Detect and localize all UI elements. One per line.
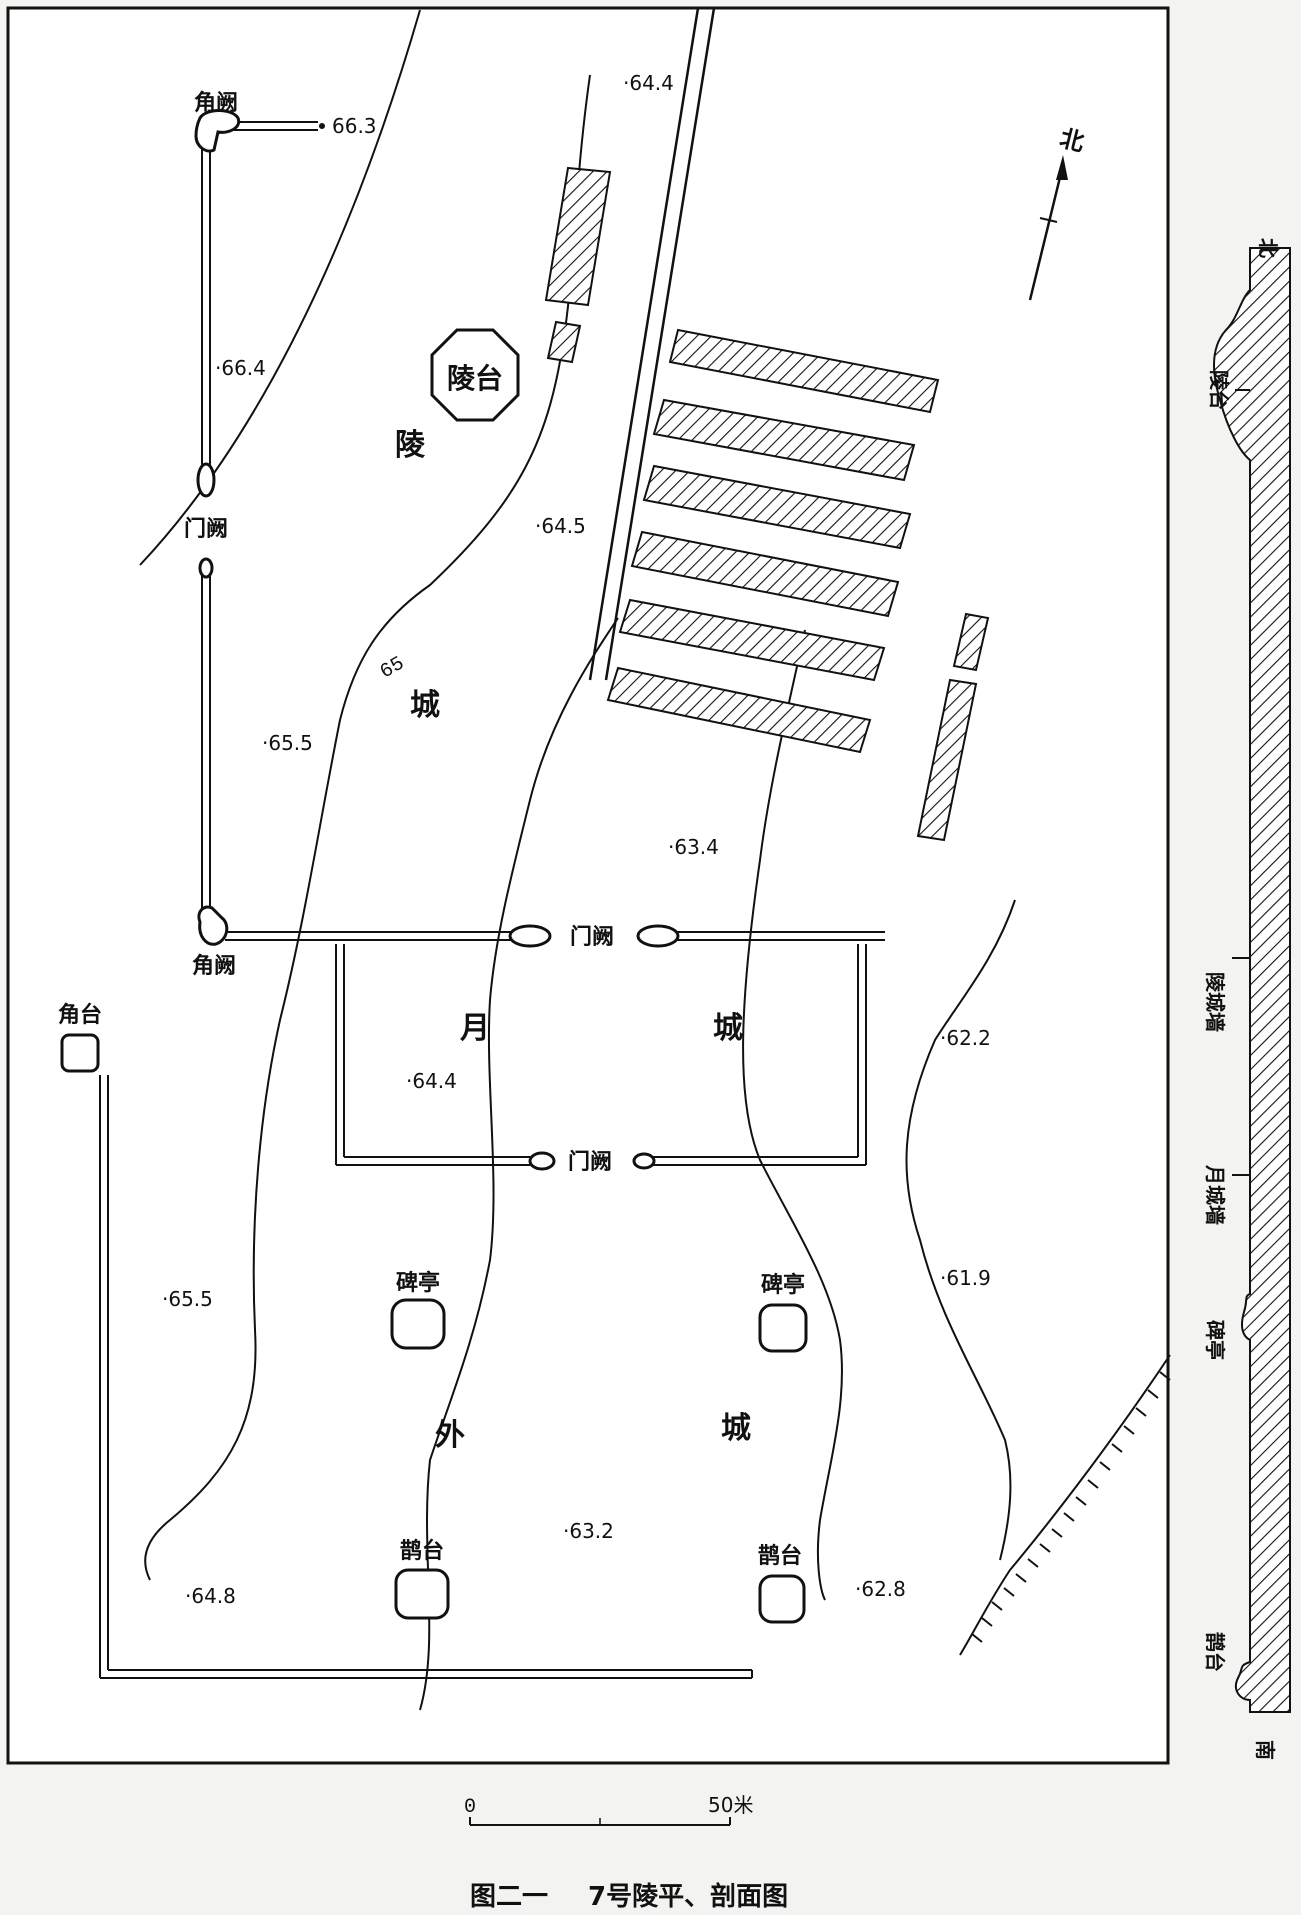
ruin-block (618, 598, 886, 682)
stele-pavilion-left (390, 1298, 446, 1350)
ruin-block (916, 678, 978, 842)
profile-label-que-platform: 鹊台 (1203, 1632, 1227, 1672)
label-gate-tower-wall: 门阙 (570, 924, 614, 950)
caption-title: 7号陵平、剖面图 (588, 1881, 788, 1912)
ruin-block (630, 530, 900, 618)
gate-tower-moon-west (528, 1151, 556, 1171)
label-gate-tower-left: 门阙 (184, 516, 228, 542)
scale-zero: 0 (464, 1796, 476, 1819)
contour-line (905, 899, 1016, 1561)
spot-elevations: ·64.4 66.3 ·66.4 ·64.5 ·65.5 ·63.4 ·64.4… (162, 71, 991, 1608)
mausoleum-platform (430, 328, 520, 422)
scale-bar: 0 50米 (464, 1793, 753, 1826)
spot-elevation: ·66.4 (215, 356, 266, 380)
label-corner-tower-bottom: 角阙 (192, 953, 236, 979)
label-que-platform-left: 鹊台 (400, 1538, 444, 1564)
spot-elevation: ·61.9 (940, 1266, 991, 1290)
spot-elevation: 66.3 (332, 114, 377, 138)
profile-label-mausoleum-city-wall: 陵城墙 (1203, 972, 1227, 1032)
spot-elevation: ·62.2 (940, 1026, 991, 1050)
spot-elevation: ·63.4 (668, 835, 719, 859)
gate-tower-left-south (198, 557, 214, 579)
mausoleum-city-wall (201, 121, 885, 941)
profile-label-mausoleum-platform: 陵台 (1207, 370, 1231, 410)
label-yue: 月 (460, 1011, 490, 1046)
que-platform-right (758, 1574, 806, 1624)
label-corner-tower-top: 角阙 (194, 90, 238, 116)
profile-south: 南 (1253, 1740, 1277, 1760)
label-gate-tower-moon: 门阙 (568, 1149, 612, 1175)
label-stele-pavilion-left: 碑亭 (396, 1270, 440, 1296)
label-ling: 陵 (395, 428, 426, 463)
outer-city-wall (99, 1075, 753, 1679)
spot-elevation: ·65.5 (262, 731, 313, 755)
ruin-block (642, 464, 912, 550)
escarpment (959, 1354, 1171, 1656)
corner-platform (60, 1033, 100, 1073)
ruin-block (652, 398, 916, 482)
ruin-block (668, 328, 940, 414)
spot-elevation: ·63.2 (563, 1519, 614, 1543)
gate-tower-north-west (508, 924, 552, 948)
corner-tower-top (194, 109, 241, 153)
profile-north: 北 (1256, 238, 1280, 258)
spot-elevation: ·65.5 (162, 1287, 213, 1311)
moon-city-wall (335, 944, 867, 1166)
ruin-block (952, 612, 990, 672)
spot-elevation: ·62.8 (855, 1577, 906, 1601)
road (588, 7, 716, 681)
que-platform-left (394, 1568, 450, 1620)
label-wai-cheng: 城 (721, 1411, 751, 1446)
spot-elevation: ·64.5 (535, 514, 586, 538)
spot-elevation: ·64.4 (623, 71, 674, 95)
contour-line (419, 617, 619, 1711)
contour-line (139, 9, 421, 566)
label-corner-platform: 角台 (58, 1002, 102, 1028)
ruin-block (546, 320, 582, 364)
gate-tower-moon-east (632, 1152, 656, 1170)
label-wai: 外 (435, 1418, 465, 1453)
corner-tower-bottom (197, 905, 229, 946)
building-ruins (544, 166, 990, 842)
caption-figure-number: 图二一 (470, 1882, 548, 1912)
label-cheng: 城 (410, 688, 440, 723)
profile-section (1213, 247, 1291, 1713)
label-mausoleum-platform: 陵台 (447, 362, 503, 395)
ruin-block (544, 166, 612, 307)
label-que-platform-right: 鹊台 (758, 1543, 802, 1569)
scale-end: 50米 (708, 1793, 753, 1817)
feature-labels: 陵台 陵 城 月 城 外 城 角阙 门阙 角阙 门阙 门阙 角台 碑亭 碑亭 鹊… (58, 90, 805, 1569)
profile-label-stele-pavilion: 碑亭 (1203, 1320, 1227, 1360)
contour-line (742, 629, 843, 1601)
stele-pavilion-right (758, 1303, 808, 1353)
spot-elevation: ·64.4 (406, 1069, 457, 1093)
figure-caption: 图二一 7号陵平、剖面图 (470, 1881, 788, 1912)
gate-tower-north-east (636, 924, 680, 948)
label-stele-pavilion-right: 碑亭 (761, 1272, 805, 1298)
ruin-block (606, 666, 872, 754)
label-yue-cheng: 城 (713, 1011, 743, 1046)
wall-end-dot (319, 123, 325, 129)
spot-elevation: ·64.8 (185, 1584, 236, 1608)
cross-section-profile: 北 陵台 陵城墙 月城墙 碑亭 鹊台 南 (1203, 238, 1291, 1760)
profile-label-moon-city-wall: 月城墙 (1203, 1164, 1227, 1225)
gate-tower-left-north (196, 462, 216, 498)
